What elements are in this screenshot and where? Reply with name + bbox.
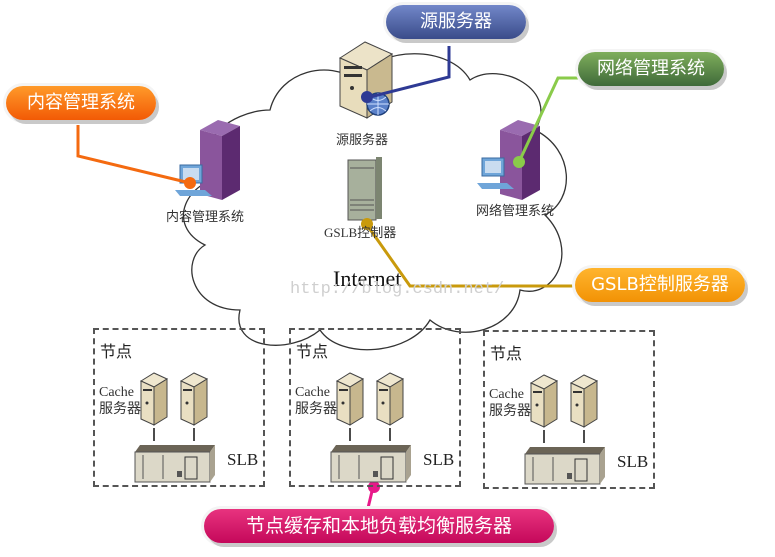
slb-label: SLB (227, 450, 259, 469)
connector-dot-content-mgmt (184, 177, 196, 189)
node-title: 节点 (296, 344, 329, 361)
slb-device-icon (134, 445, 215, 483)
callout-node-cache: 节点缓存和本地负载均衡服务器 (204, 509, 554, 543)
cache-server-icon (375, 372, 405, 426)
callout-network-mgmt: 网络管理系统 (578, 52, 724, 86)
callout-gslb: GSLB控制服务器 (575, 268, 745, 302)
origin-server-icon (338, 41, 394, 119)
connector-dot-node-cache (368, 481, 380, 493)
cache-server-icon (139, 372, 169, 426)
cache-server-icon (569, 374, 599, 428)
cache-server-icon (179, 372, 209, 426)
gslb-controller-label: GSLB控制器 (324, 225, 397, 240)
node-title: 节点 (490, 346, 523, 363)
slb-device-icon (330, 445, 411, 483)
internet-label: Internet (333, 266, 402, 291)
content-mgmt-system-label: 内容管理系统 (166, 209, 245, 224)
connector-network-mgmt (517, 76, 578, 163)
cache-server-icon (335, 372, 365, 426)
origin-server-label: 源服务器 (336, 132, 389, 147)
node-title: 节点 (100, 344, 133, 361)
watermark-text: http://blog.csdn.net/ (290, 280, 505, 299)
network-mgmt-system-label: 网络管理系统 (476, 203, 555, 218)
connector-dot-gslb (361, 218, 373, 230)
slb-device-icon (524, 447, 605, 485)
content-mgmt-computer-icon (175, 120, 240, 200)
connector-content-mgmt (76, 125, 191, 185)
slb-label: SLB (617, 452, 649, 471)
callout-origin-server: 源服务器 (386, 5, 526, 39)
connector-dot-origin (361, 91, 373, 103)
connector-gslb (365, 224, 575, 288)
gslb-controller-icon (347, 157, 382, 221)
connector-origin (369, 46, 451, 99)
cache-server-icon (529, 374, 559, 428)
slb-label: SLB (423, 450, 455, 469)
connector-dot-network-mgmt (513, 156, 525, 168)
callout-content-mgmt: 内容管理系统 (6, 86, 156, 120)
